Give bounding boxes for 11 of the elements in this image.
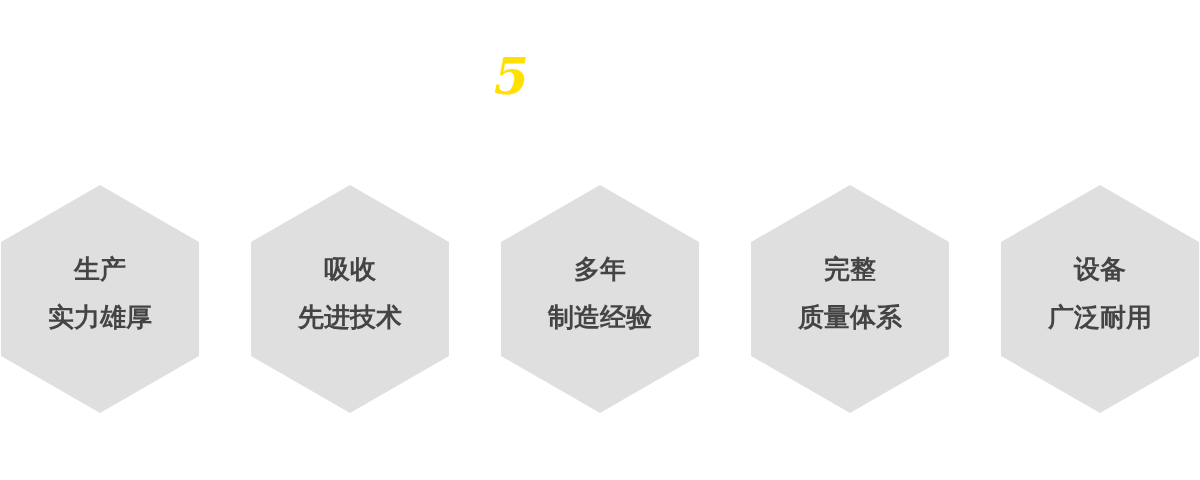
hexagon-label: 完整 — [824, 254, 876, 284]
hexagon-label: 生产 — [74, 254, 126, 284]
hexagon-label: 广泛耐用 — [1048, 302, 1152, 332]
hexagon-label: 实力雄厚 — [48, 302, 152, 332]
hexagon-label: 制造经验 — [548, 302, 652, 332]
hexagon-label: 质量体系 — [798, 302, 902, 332]
hexagon-label: 多年 — [574, 254, 626, 284]
hexagon-label: 吸收 — [324, 254, 376, 284]
hexagon-label: 设备 — [1074, 254, 1126, 284]
number-label: 5 — [494, 50, 529, 104]
hexagon-label: 先进技术 — [298, 302, 402, 332]
